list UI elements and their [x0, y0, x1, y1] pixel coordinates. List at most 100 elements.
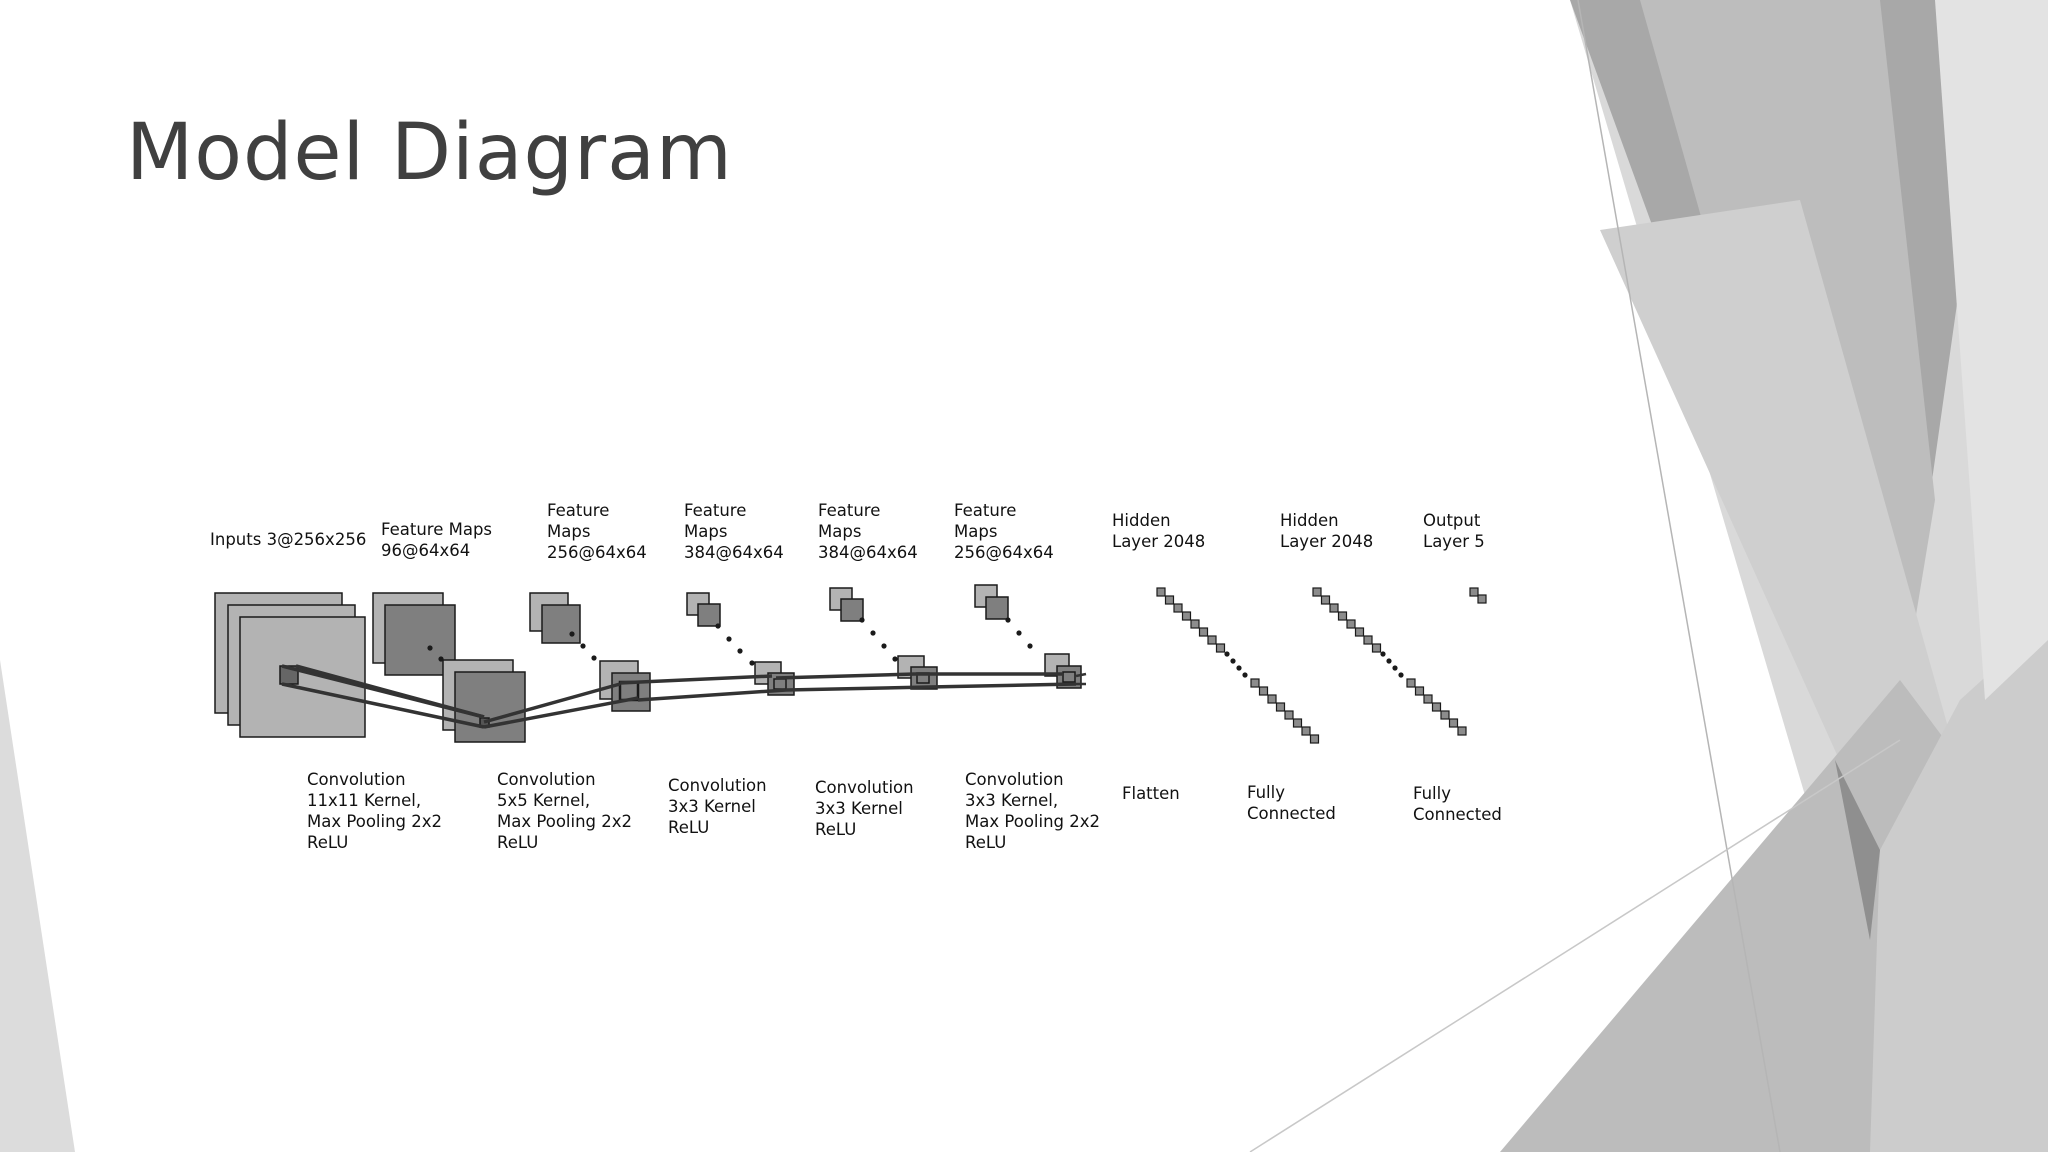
neuron-hidden-2: [1448, 718, 1459, 728]
connection-line: [295, 664, 485, 719]
ellipsis-dot: [881, 643, 887, 649]
connection-line: [785, 685, 930, 692]
ellipsis-dot: [859, 617, 865, 623]
label-conv-1: Convolution 11x11 Kernel, Max Pooling 2x…: [307, 770, 443, 852]
neuron-hidden-2: [1414, 686, 1425, 696]
diagram-shapes: [214, 584, 1487, 744]
neuron-hidden-2: [1312, 587, 1322, 597]
label-feature-maps-4: Feature Maps 384@64x64: [818, 501, 918, 562]
neuron-hidden-1: [1156, 587, 1166, 597]
bg-line: [1249, 739, 1901, 1152]
bg-facet: [1835, 760, 1880, 940]
bg-line: [1577, 0, 1781, 1152]
ellipsis-dot: [737, 648, 743, 654]
ellipsis-dot: [1242, 672, 1248, 678]
bg-facet: [1935, 0, 2048, 700]
ellipsis-dot: [1380, 651, 1386, 657]
neuron-hidden-1: [1301, 726, 1311, 736]
ellipsis-dot: [1230, 658, 1236, 664]
neuron-hidden-2: [1431, 702, 1442, 712]
neuron-hidden-1: [1198, 627, 1209, 637]
bg-facet: [0, 660, 75, 1152]
neuron-hidden-2: [1457, 726, 1467, 736]
label-output-layer: Output Layer 5: [1423, 511, 1485, 551]
connection-line: [619, 674, 773, 685]
neuron-output: [1469, 587, 1479, 597]
connection-line: [637, 688, 787, 702]
label-conv-4: Convolution 3x3 Kernel ReLU: [815, 778, 914, 839]
connection-line: [483, 696, 639, 729]
kernel-384: [773, 678, 787, 690]
neuron-hidden-1: [1309, 734, 1320, 744]
neuron-hidden-1: [1275, 702, 1286, 712]
ellipsis-dot: [427, 645, 433, 651]
label-conv-5: Convolution 3x3 Kernel, Max Pooling 2x2 …: [965, 770, 1101, 852]
label-feature-maps-5: Feature Maps 256@64x64: [954, 501, 1054, 562]
ellipsis-dot: [892, 656, 898, 662]
ellipsis-dot: [1236, 665, 1242, 671]
label-conv-2: Convolution 5x5 Kernel, Max Pooling 2x2 …: [497, 770, 633, 852]
ellipsis-dot: [749, 660, 755, 666]
neuron-hidden-2: [1406, 678, 1416, 688]
ellipsis-dot: [1224, 651, 1230, 657]
label-hidden-layer-1: Hidden Layer 2048: [1112, 511, 1206, 551]
label-fully-connected-2: Fully Connected: [1413, 784, 1502, 824]
ellipsis-dot: [870, 630, 876, 636]
connection-line: [928, 682, 1077, 689]
ellipsis-dot: [1016, 630, 1022, 636]
neuron-hidden-1: [1164, 595, 1175, 605]
label-conv-3: Convolution 3x3 Kernel ReLU: [668, 776, 767, 837]
neuron-hidden-1: [1173, 603, 1183, 613]
neuron-hidden-2: [1440, 710, 1450, 720]
feature-map-384: [840, 598, 864, 622]
neuron-hidden-2: [1423, 694, 1433, 704]
label-feature-maps-1: Feature Maps 96@64x64: [381, 520, 493, 560]
label-inputs: Inputs 3@256x256: [210, 530, 367, 549]
kernel-256-last: [1062, 671, 1076, 683]
neuron-hidden-1: [1181, 611, 1192, 621]
label-feature-maps-2: Feature Maps 256@64x64: [547, 501, 647, 562]
ellipsis-dot: [580, 643, 586, 649]
connection-line: [1075, 672, 1087, 678]
bg-facet: [1870, 620, 2048, 1152]
ellipsis-dot: [1392, 665, 1398, 671]
ellipsis-dot: [1398, 672, 1404, 678]
neuron-hidden-2: [1346, 619, 1356, 629]
feature-map-256: [541, 604, 581, 644]
slide-title: Model Diagram: [126, 108, 733, 198]
neuron-hidden-1: [1284, 710, 1294, 720]
connection-line: [775, 672, 916, 680]
feature-map-384: [697, 603, 721, 627]
feature-map-256-last: [985, 596, 1009, 620]
ellipsis-dot: [726, 636, 732, 642]
input-map: [239, 616, 366, 738]
bg-facet: [1600, 200, 1960, 850]
ellipsis-dot: [715, 623, 721, 629]
neuron-hidden-2: [1354, 627, 1365, 637]
neuron-hidden-2: [1320, 595, 1331, 605]
connection-line: [483, 682, 621, 724]
connection-line: [281, 682, 485, 729]
neuron-hidden-1: [1207, 635, 1217, 645]
label-flatten: Flatten: [1122, 784, 1180, 803]
ellipsis-dot: [591, 655, 597, 661]
neuron-hidden-2: [1371, 643, 1382, 653]
ellipsis-dot: [569, 631, 575, 637]
neuron-hidden-1: [1292, 718, 1303, 728]
ellipsis-dot: [1005, 617, 1011, 623]
neuron-hidden-2: [1337, 611, 1348, 621]
neuron-hidden-1: [1250, 678, 1260, 688]
neuron-output: [1477, 594, 1487, 604]
label-fully-connected-1: Fully Connected: [1247, 783, 1336, 823]
feature-map-96: [454, 671, 526, 743]
neuron-hidden-2: [1363, 635, 1373, 645]
neuron-hidden-1: [1267, 694, 1277, 704]
neuron-hidden-2: [1329, 603, 1339, 613]
neuron-hidden-1: [1215, 643, 1226, 653]
label-hidden-layer-2: Hidden Layer 2048: [1280, 511, 1374, 551]
ellipsis-dot: [1027, 643, 1033, 649]
neuron-hidden-1: [1258, 686, 1269, 696]
